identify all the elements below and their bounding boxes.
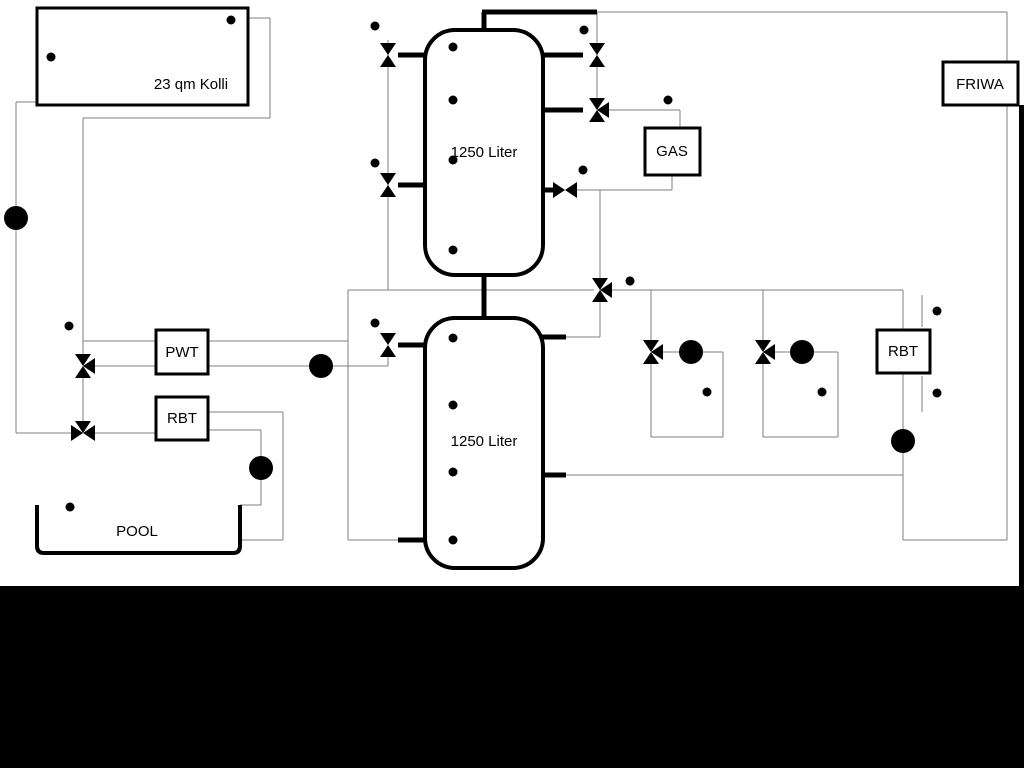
solar-collector-box — [35, 6, 250, 107]
pump-left-icon — [309, 354, 333, 378]
pwt-exchanger-box — [154, 328, 210, 376]
pump-up-icon — [4, 206, 28, 230]
pool-tank — [35, 505, 242, 555]
pwt-label: PWT — [165, 344, 198, 361]
rbt-right-label: RBT — [888, 343, 918, 360]
pump-up-icon — [249, 456, 273, 480]
buffer-tank-bottom — [423, 316, 545, 570]
right-black-strip — [1019, 105, 1024, 586]
buffer-tank-top-label: 1250 Liter — [451, 144, 518, 161]
buffer-tank-top — [423, 28, 545, 277]
buffer-tank-bottom-label: 1250 Liter — [451, 433, 518, 450]
main-pipes — [398, 9, 597, 543]
control-lines — [15, 11, 1008, 541]
bottom-black-band — [0, 586, 1024, 768]
pool-label: POOL — [116, 523, 158, 540]
friwa-label: FRIWA — [956, 76, 1004, 93]
rbt-right-box — [875, 328, 932, 375]
gas-boiler-label: GAS — [656, 143, 688, 160]
pump-right-icon — [679, 340, 703, 364]
pump-right-icon — [790, 340, 814, 364]
friwa-box — [941, 60, 1020, 107]
gas-boiler-box — [643, 126, 702, 177]
pump-down-icon — [891, 429, 915, 453]
collector-label: 23 qm Kolli — [154, 76, 228, 93]
rbt-left-label: RBT — [167, 410, 197, 427]
rbt-left-box — [154, 395, 210, 442]
